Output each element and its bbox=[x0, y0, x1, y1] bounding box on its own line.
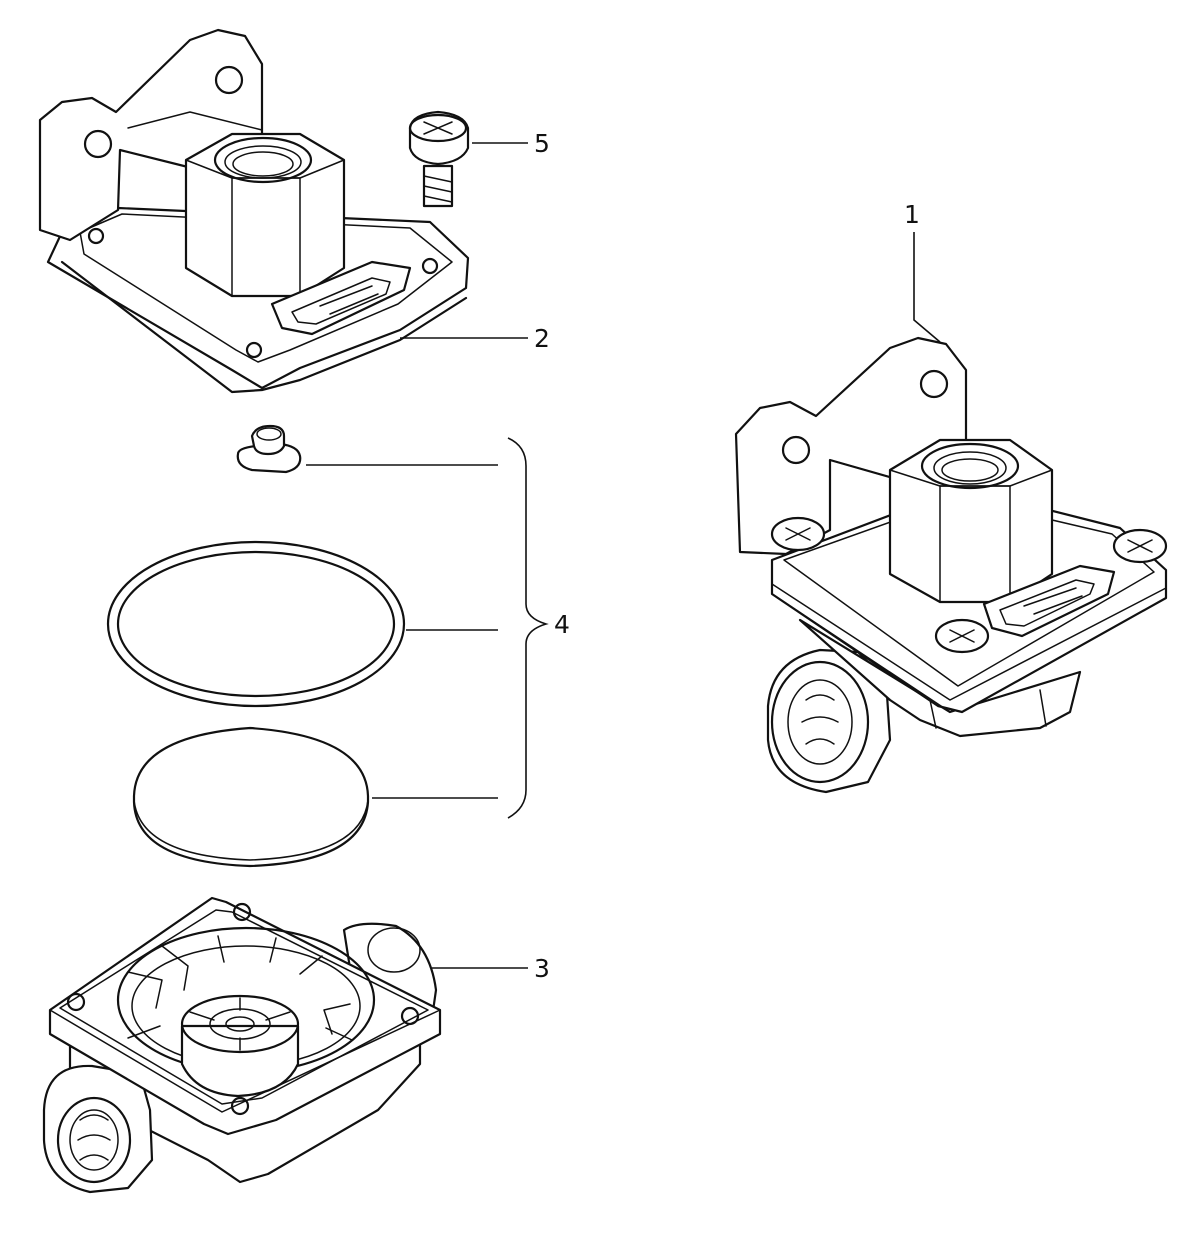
leader-lines bbox=[306, 142, 941, 969]
callout-3: 3 bbox=[534, 954, 550, 983]
diaphragm-part[interactable] bbox=[132, 726, 370, 868]
callout-4: 4 bbox=[554, 610, 570, 639]
cover-part[interactable] bbox=[38, 28, 470, 394]
valve-stem-part[interactable] bbox=[236, 424, 302, 474]
callout-5: 5 bbox=[534, 129, 550, 158]
callout-2: 2 bbox=[534, 324, 550, 353]
kit-bracket bbox=[507, 437, 549, 819]
callout-1: 1 bbox=[904, 200, 920, 229]
lower-body-part[interactable] bbox=[42, 896, 442, 1194]
screw-head-3 bbox=[934, 618, 990, 654]
screw-head-1 bbox=[770, 516, 826, 552]
assembled-valve-part[interactable] bbox=[734, 336, 1168, 794]
o-ring-part[interactable] bbox=[106, 540, 406, 708]
screw-part[interactable] bbox=[408, 110, 470, 208]
screw-head-2 bbox=[1112, 528, 1168, 564]
